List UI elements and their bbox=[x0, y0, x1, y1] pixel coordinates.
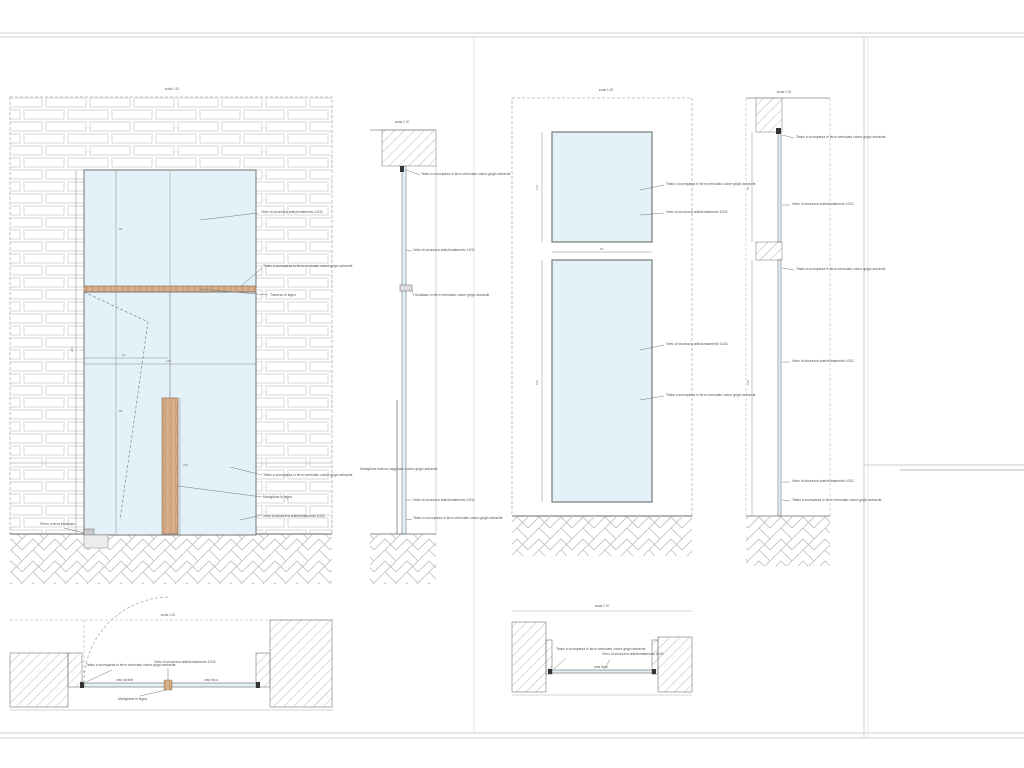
dim-s2-upper: 60 bbox=[746, 186, 750, 190]
s1-label-glass-bottom: Vetro di sicurezza antisfondamento 10/11 bbox=[413, 498, 475, 502]
plan-2-wall-right bbox=[657, 636, 693, 693]
fe2-label-frame-upper: Telaio a scomparsa in ferro verniciato c… bbox=[666, 182, 756, 186]
p1-label-glass: Vetro di sicurezza antisfondamento 10/11 bbox=[154, 660, 216, 664]
fe2-label-glass-lower: Vetro di sicurezza antisfondamento 10/11 bbox=[666, 342, 728, 346]
p1-label-open-side: anta apribile bbox=[116, 678, 134, 682]
section-1-ceiling bbox=[381, 129, 437, 167]
dim-lower-height-2: 190 bbox=[535, 380, 539, 385]
label-transom: Traverso in legno bbox=[270, 293, 296, 297]
s1-label-glass: Vetro di sicurezza antisfondamento 10/11 bbox=[413, 248, 475, 252]
s2-label-frame-top: Telaio a scomparsa in ferro verniciato c… bbox=[796, 135, 886, 139]
label-frame-upper: Telaio a scomparsa in ferro verniciato c… bbox=[263, 264, 353, 268]
swing-line bbox=[83, 291, 149, 521]
dim-total-width: 120 bbox=[166, 359, 171, 363]
front-elevation-view: scala 1:20 261 60 80 bbox=[9, 87, 353, 584]
wood-handle bbox=[161, 397, 179, 535]
plan-2-scale: scala 1:20 bbox=[595, 604, 610, 608]
p2-label-fixed-side: anta fissa bbox=[594, 665, 608, 669]
s2-label-frame-mid: Telaio a scomparsa in ferro verniciato c… bbox=[796, 267, 886, 271]
plan-2-wall-left bbox=[511, 621, 547, 693]
dim-total-height: 261 bbox=[70, 347, 74, 352]
fe2-label-glass-upper: Vetro di sicurezza antisfondamento 10/11 bbox=[666, 210, 728, 214]
p1-label-handle: Maniglione in legno bbox=[118, 697, 147, 701]
s2-label-glass-top: Vetro di sicurezza antisfondamento 10/11 bbox=[792, 202, 854, 206]
dim-handle-height: 209 bbox=[183, 463, 188, 467]
label-pivot: Perno a terra incassato bbox=[40, 522, 75, 526]
s1-label-bracket: Scatolato in ferro verniciato colore gri… bbox=[415, 293, 490, 297]
plan-1-wall-right bbox=[269, 619, 333, 708]
front-elevation-view-2: scala 1:20 120 190 90 Telaio a scomparsa… bbox=[511, 88, 756, 556]
plan-view-1: scala 1:20 Telaio a scomparsa in ferro v… bbox=[9, 596, 334, 711]
p1-label-fixed-side: anta fissa bbox=[204, 678, 218, 682]
dim-upper-height-2: 120 bbox=[535, 185, 539, 190]
dim-width-2: 90 bbox=[600, 247, 604, 251]
sheet-border bbox=[0, 32, 1024, 739]
s2-label-glass-mid: Vetro di sicurezza antisfondamento 10/11 bbox=[792, 359, 854, 363]
plan-1-wall-left bbox=[9, 652, 69, 708]
plan-1-scale: scala 1:20 bbox=[161, 613, 176, 617]
section-2-beam bbox=[755, 241, 783, 261]
p2-label-glass: Vetro di sicurezza antisfondamento 10/11 bbox=[602, 652, 664, 656]
s2-label-glass-bottom: Vetro di sicurezza antisfondamento 10/11 bbox=[792, 479, 854, 483]
p2-label-frame: Telaio a scomparsa in ferro verniciato c… bbox=[556, 647, 646, 651]
label-lower-glass: Vetro di sicurezza antisfondamento 10/11 bbox=[263, 514, 325, 518]
front-dimension-lines bbox=[75, 170, 256, 535]
section-1-glass bbox=[401, 165, 407, 535]
front-elevation-2-scale: scala 1:20 bbox=[599, 88, 614, 92]
dim-upper-height: 60 bbox=[119, 227, 123, 231]
section-2-scale: scala 1:20 bbox=[777, 90, 792, 94]
floor-pattern bbox=[10, 534, 332, 584]
front-elevation-scale: scala 1:20 bbox=[165, 87, 180, 91]
dim-lower-height: 80 bbox=[119, 409, 123, 413]
p1-label-frame: Telaio a scomparsa in ferro verniciato c… bbox=[86, 663, 176, 667]
s1-label-frame-bottom: Telaio a scomparsa in ferro verniciato c… bbox=[413, 516, 503, 520]
fe2-label-frame-lower: Telaio a scomparsa in ferro verniciato c… bbox=[666, 393, 756, 397]
label-frame-lower: Telaio a scomparsa in ferro verniciato c… bbox=[263, 473, 353, 477]
s1-label-handle: Maniglione esterno verniciato colore gri… bbox=[360, 467, 438, 471]
dim-s2-lower: 190 bbox=[746, 380, 750, 385]
plan-2-glass bbox=[551, 669, 653, 674]
section-view-2: scala 1:20 60 190 Telaio a scomparsa in … bbox=[745, 90, 886, 566]
lower-glass-panel-2 bbox=[551, 259, 653, 503]
label-handle: Maniglione in legno bbox=[263, 495, 292, 499]
section-1-scale: scala 1:20 bbox=[395, 120, 410, 124]
section-view-1: scala 1:20 Telaio a scomparsa in ferro v… bbox=[360, 120, 511, 584]
plan-view-2: scala 1:20 Telaio a scomparsa in ferro v… bbox=[511, 604, 693, 696]
dim-leaf-width: 60 bbox=[122, 353, 126, 357]
label-upper-glass: Vetro di sicurezza antisfondamento 10/11 bbox=[261, 210, 323, 214]
s1-label-frame-top: Telaio a scomparsa in ferro verniciato c… bbox=[421, 172, 511, 176]
floor-pivot bbox=[83, 528, 95, 536]
s2-label-frame-bottom: Telaio a scomparsa in ferro verniciato c… bbox=[792, 498, 882, 502]
upper-glass-panel-2 bbox=[551, 131, 653, 243]
